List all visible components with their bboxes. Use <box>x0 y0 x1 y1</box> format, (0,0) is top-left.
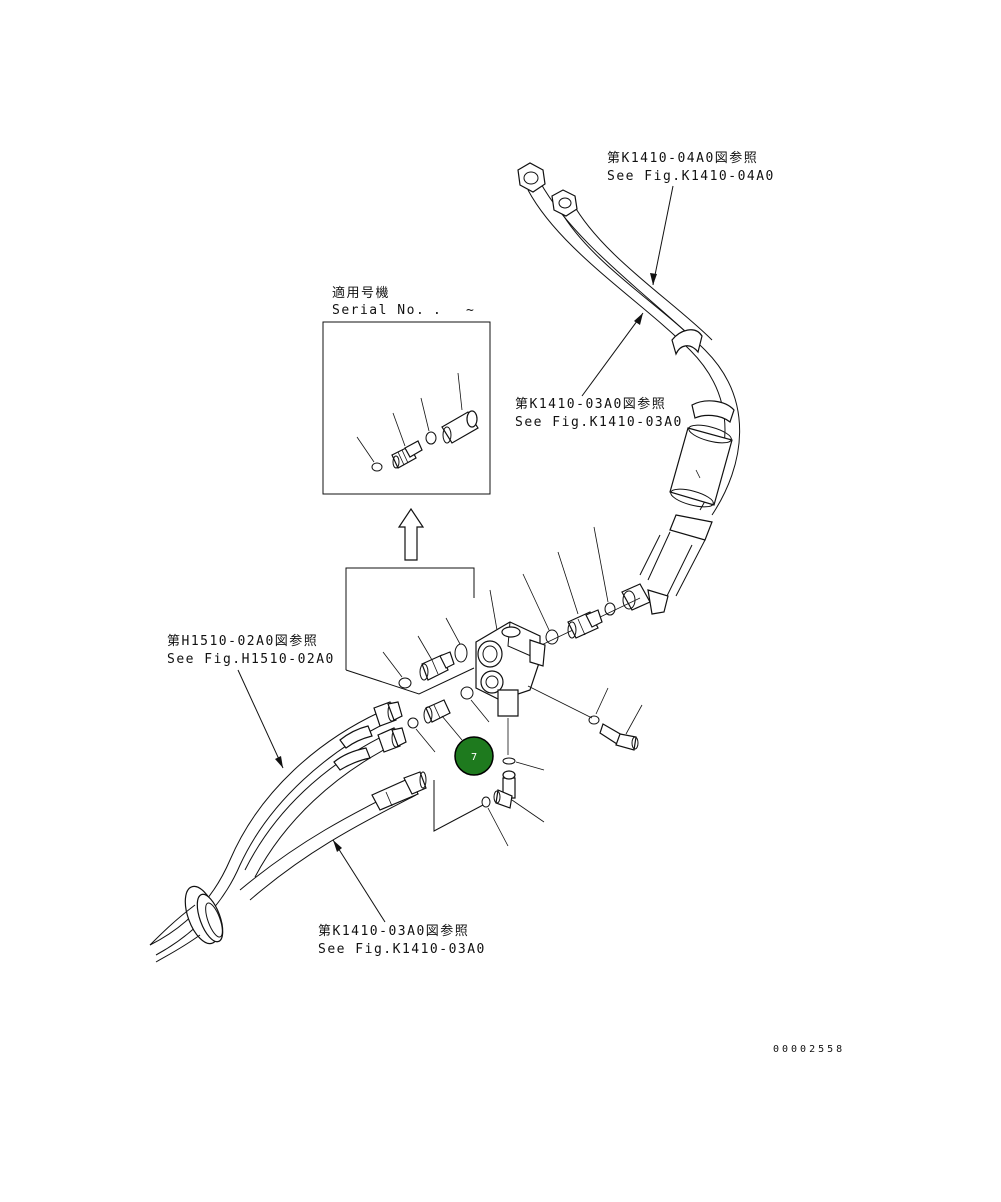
hose-end-nut-2 <box>551 189 578 217</box>
connector-loose <box>423 699 451 724</box>
callout-7[interactable]: 7 <box>454 736 494 776</box>
ref-top-right-en: See Fig.K1410-04A0 <box>607 169 775 184</box>
valve-stem <box>497 689 519 717</box>
ref-left-jp: 第H1510-02A0図参照 <box>167 633 318 649</box>
leader-line <box>557 551 579 615</box>
serial-title-en: Serial No. <box>332 303 425 318</box>
filter-cylinder <box>669 424 733 508</box>
valve-port <box>477 640 503 668</box>
serial-dot: . <box>433 303 442 318</box>
arrowhead <box>650 273 657 285</box>
serial-inset: 適用号機 Serial No. . ~ <box>322 285 491 495</box>
detail-frame-top <box>345 567 475 670</box>
leader-line <box>522 573 550 631</box>
right-fittings <box>509 526 641 661</box>
ref-bottom-jp: 第K1410-03A0図参照 <box>318 923 469 939</box>
arrowhead <box>634 313 643 325</box>
grommet <box>184 885 224 945</box>
clamp-band <box>691 400 735 424</box>
hose-end-fitting <box>621 583 669 615</box>
o-ring-elbow <box>481 796 491 808</box>
washer <box>588 715 600 725</box>
o-ring-lower <box>502 757 516 765</box>
leader-line <box>625 704 643 735</box>
inset-o-ring <box>371 462 383 472</box>
leader-line <box>356 436 375 463</box>
hose-fitting-bottom <box>371 771 427 811</box>
leader-line <box>382 651 403 678</box>
o-ring <box>407 717 419 729</box>
leader-line <box>441 715 463 741</box>
leader-line <box>581 312 644 397</box>
ref-middle-right-en: See Fig.K1410-03A0 <box>515 415 683 430</box>
inset-o-ring-2 <box>425 431 437 445</box>
arrowhead <box>275 756 283 768</box>
leader-line <box>489 589 498 631</box>
ref-bottom: 第K1410-03A0図参照 See Fig.K1410-03A0 <box>318 839 486 957</box>
ref-left: 第H1510-02A0図参照 See Fig.H1510-02A0 <box>167 633 335 769</box>
leader-line <box>392 412 406 447</box>
leader-line <box>417 635 433 661</box>
leader-line <box>593 526 609 603</box>
ref-top-right: 第K1410-04A0図参照 See Fig.K1410-04A0 <box>607 150 775 286</box>
valve-block <box>475 589 593 755</box>
o-ring <box>454 643 468 663</box>
leader-line <box>470 699 490 723</box>
elbow-fitting <box>493 770 516 809</box>
o-ring <box>460 686 474 700</box>
elbow-frame <box>433 780 484 832</box>
o-ring-2 <box>604 602 616 616</box>
serial-title-jp: 適用号機 <box>332 285 390 301</box>
leader-line <box>237 669 284 769</box>
document-number: 00002558 <box>773 1044 845 1055</box>
leader-line <box>652 185 674 286</box>
leader-line <box>511 799 545 823</box>
serial-inset-frame <box>322 321 491 495</box>
ref-top-right-jp: 第K1410-04A0図参照 <box>607 150 758 166</box>
ref-left-en: See Fig.H1510-02A0 <box>167 652 335 667</box>
arrowhead <box>333 840 342 852</box>
callout-number[interactable]: 7 <box>471 752 477 763</box>
hose-end-nut-1 <box>517 162 546 193</box>
straight-connector <box>419 651 455 681</box>
serial-range-separator: ~ <box>466 303 475 318</box>
up-arrow <box>397 507 425 561</box>
leader-line <box>420 397 430 432</box>
leader-line <box>332 839 386 923</box>
inset-connector <box>391 440 423 469</box>
adapter-fitting <box>567 609 603 639</box>
hose-fitting-top <box>339 701 403 749</box>
hose-fitting-middle <box>333 727 407 771</box>
o-ring <box>545 629 559 645</box>
leader-line <box>595 687 609 715</box>
ref-middle-right-jp: 第K1410-03A0図参照 <box>515 396 666 412</box>
lower-hose-bundle <box>149 701 427 963</box>
callout-circle[interactable] <box>454 736 494 776</box>
inset-parts <box>356 372 479 472</box>
ref-middle-right: 第K1410-03A0図参照 See Fig.K1410-03A0 <box>515 312 683 430</box>
o-ring <box>398 677 412 689</box>
bolt <box>599 723 639 751</box>
valve-port <box>480 670 504 694</box>
ref-bottom-en: See Fig.K1410-03A0 <box>318 942 486 957</box>
leader-line <box>445 617 461 645</box>
centerline <box>527 685 593 719</box>
clamp-band <box>671 329 703 356</box>
detail-frame-bottom <box>345 667 475 695</box>
detail-fittings <box>382 617 468 689</box>
valve-top-port <box>501 626 521 638</box>
upper-hose-assembly <box>517 162 741 615</box>
leader-line <box>415 728 436 753</box>
leader-line <box>487 807 509 847</box>
leader-line <box>515 761 545 771</box>
leader-line <box>457 372 463 411</box>
inset-elbow-nut <box>441 410 479 444</box>
